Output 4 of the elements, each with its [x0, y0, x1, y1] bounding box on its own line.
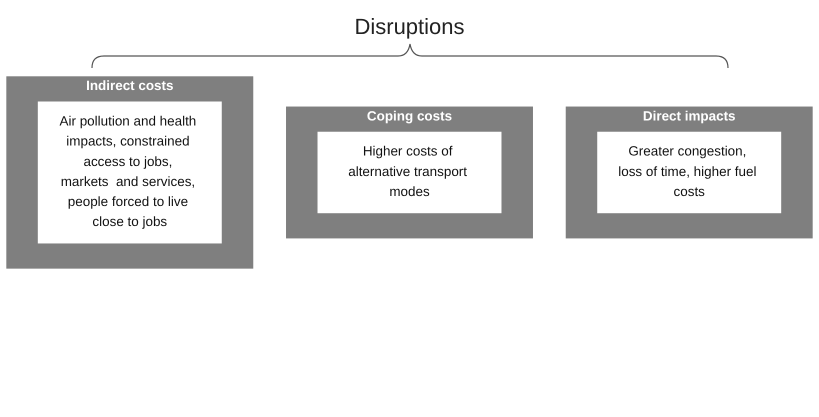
- node-box: Greater congestion, loss of time, higher fuel costs: [597, 132, 782, 214]
- node-box: Higher costs of alternative transport modes: [318, 132, 502, 214]
- node-box: Air pollution and health impacts, constrained access to jobs, markets and services, people forced to live close to jobs: [38, 102, 222, 244]
- diagram-title: Disruptions: [354, 14, 465, 40]
